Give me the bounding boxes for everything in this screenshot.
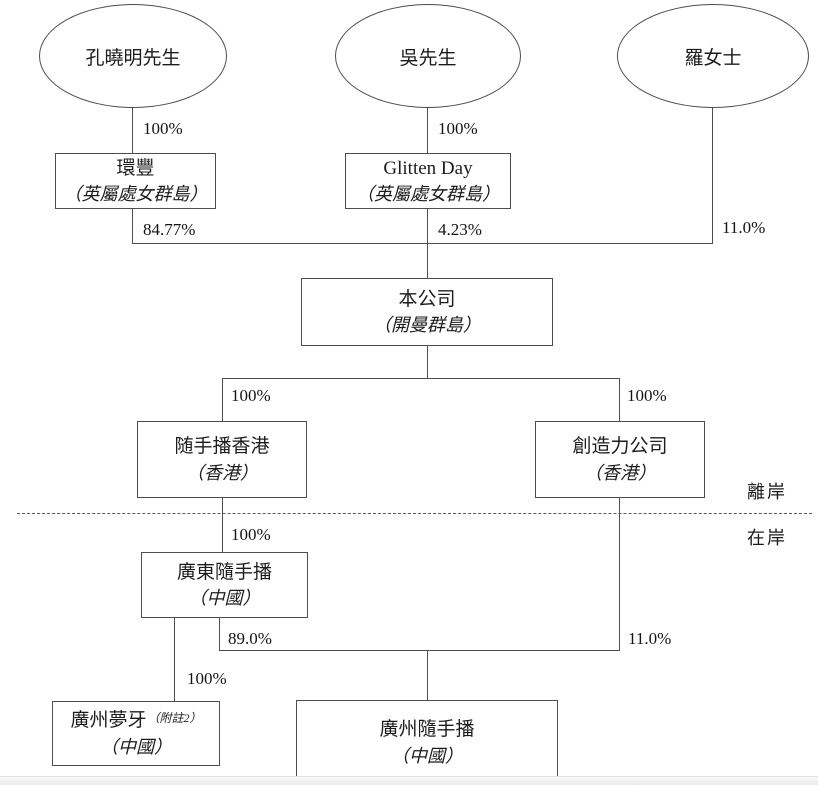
connector-bus-creativity — [619, 378, 620, 421]
percentage-label-wu-glitten: 100% — [438, 119, 478, 138]
company-box-creativity: 創造力公司 （香港） — [535, 421, 705, 498]
company-name-text: 廣州夢牙 — [70, 710, 147, 732]
company-box-the-company: 本公司 （開曼群島） — [301, 278, 553, 346]
owner-label-wu: 吳先生 — [399, 47, 457, 69]
connector-wu-glitten — [427, 108, 428, 153]
company-location: （開曼群島） — [373, 315, 481, 336]
company-name: 廣州隨手播 — [379, 719, 475, 741]
company-location: （英屬處女群島） — [356, 184, 500, 205]
owner-ellipse-kong: 孔曉明先生 — [39, 4, 227, 108]
connector-guangdong-mengya — [174, 618, 175, 701]
offshore-onshore-divider — [17, 513, 812, 514]
percentage-label-guangdong-guangzhoussb: 89.0% — [228, 629, 272, 648]
connector-huanfeng-holdline — [132, 209, 133, 243]
percentage-label-guangdong-mengya: 100% — [187, 669, 227, 688]
connector-luo-holdline — [712, 108, 713, 243]
onshore-label: 在岸 — [747, 528, 787, 548]
percentage-label-glitten-company: 4.23% — [438, 220, 482, 239]
owner-ellipse-luo: 羅女士 — [617, 4, 809, 108]
connector-guangzhou-bus — [219, 650, 620, 651]
company-location: （中國） — [100, 736, 172, 757]
company-name: Glitten Day — [383, 157, 473, 179]
company-location: （英屬處女群島） — [63, 184, 208, 205]
connector-bus-suishoubohk — [222, 378, 223, 421]
company-box-guangzhou-ssb: 廣州隨手播 （中國） — [296, 700, 558, 785]
company-name: 本公司 — [398, 288, 456, 310]
company-name: 廣州夢牙（附註2） — [70, 708, 201, 735]
percentage-label-creativity-guangzhoussb: 11.0% — [628, 629, 672, 648]
company-name: 環豐 — [116, 157, 155, 179]
owner-label-luo: 羅女士 — [684, 47, 742, 69]
company-location: （中國） — [188, 588, 261, 609]
company-name: 廣東隨手播 — [176, 561, 272, 583]
percentage-label-sshk-guangdong: 100% — [231, 525, 271, 544]
company-box-guangzhou-mengya: 廣州夢牙（附註2） （中國） — [52, 701, 220, 766]
owner-label-kong: 孔曉明先生 — [85, 47, 181, 69]
connector-creativity-gzbus — [619, 498, 620, 650]
offshore-label: 離岸 — [747, 482, 787, 502]
connector-sshk-guangdong — [222, 498, 223, 552]
connector-shareholders-bus — [132, 243, 713, 244]
company-location: （中國） — [391, 745, 463, 766]
connector-kong-huanfeng — [132, 108, 133, 153]
percentage-label-company-suishoubohk: 100% — [231, 386, 271, 405]
percentage-label-luo-company: 11.0% — [722, 218, 766, 237]
connector-company-downbus — [427, 346, 428, 378]
footnote-reference: （附註2） — [147, 711, 202, 726]
percentage-label-company-creativity: 100% — [627, 386, 667, 405]
connector-guangdong-gzbus — [219, 618, 220, 650]
company-location: （香港） — [186, 462, 258, 483]
connector-bus-guangzhou-ssb — [427, 650, 428, 700]
percentage-label-huanfeng-company: 84.77% — [143, 220, 196, 239]
owner-ellipse-wu: 吳先生 — [335, 4, 521, 108]
company-box-suishoubo-hk: 随手播香港 （香港） — [137, 421, 307, 498]
page-bottom-edge — [0, 776, 818, 785]
company-name: 創造力公司 — [572, 436, 668, 458]
company-location: （香港） — [584, 462, 656, 483]
company-box-guangdong-ssb: 廣東隨手播 （中國） — [141, 552, 308, 618]
percentage-label-kong-huanfeng: 100% — [143, 119, 183, 138]
company-box-huanfeng: 環豐 （英屬處女群島） — [55, 153, 216, 209]
company-box-glitten-day: Glitten Day （英屬處女群島） — [345, 153, 511, 209]
connector-company-bus — [222, 378, 620, 379]
company-name: 随手播香港 — [174, 436, 270, 458]
